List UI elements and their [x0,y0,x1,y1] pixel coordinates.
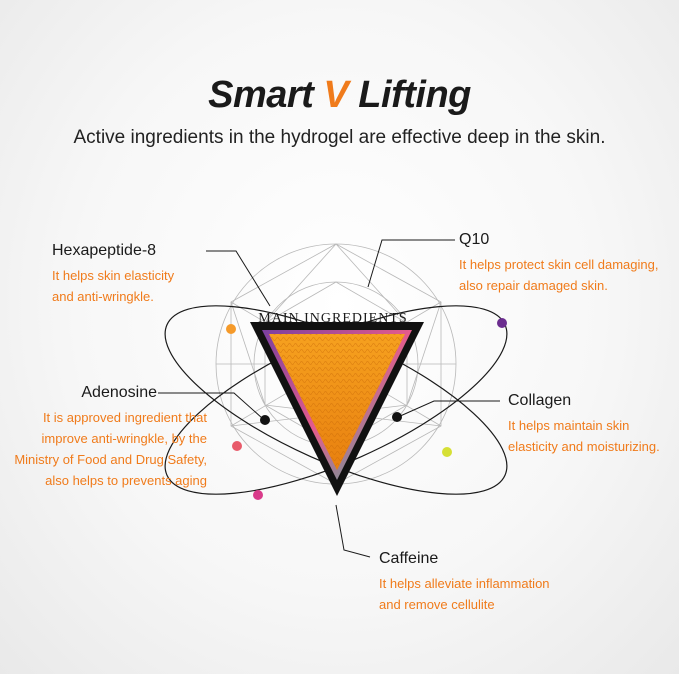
center-label: MAIN INGREDIENTS [258,311,407,326]
ingredient-desc-line: improve anti-wringkle, by the [41,431,207,446]
ingredient-desc-line: also repair damaged skin. [459,278,608,293]
ingredient-desc-line: It is approved ingredient that [42,410,207,425]
ingredient-q10: Q10 It helps protect skin cell damaging,… [459,230,658,296]
ingredient-desc-line: elasticity and moisturizing. [508,439,660,454]
leader-hexapeptide [206,250,271,307]
ingredient-desc-line: It helps maintain skin [508,418,630,433]
dot-purple [497,318,507,328]
ingredient-desc-line: It helps skin elasticity [52,268,175,283]
ingredient-adenosine: Adenosine It is approved ingredient that… [14,383,207,491]
dot-yellow [442,447,452,457]
dot-black-left [260,415,270,425]
ingredient-name: Hexapeptide-8 [52,242,157,259]
leader-q10 [367,239,455,288]
ingredient-name: Q10 [459,231,490,248]
ingredient-hexapeptide: Hexapeptide-8 It helps skin elasticity a… [52,241,174,307]
ingredient-caffeine: Caffeine It helps alleviate inflammation… [379,549,550,615]
leader-adenosine [158,392,263,419]
ingredient-desc-line: Ministry of Food and Drug Safety, [14,452,207,467]
ingredient-name: Collagen [508,392,572,409]
page-title: Smart V Lifting [0,74,679,117]
ingredient-desc-line: It helps protect skin cell damaging, [459,257,659,272]
ingredient-desc-line: also helps to prevents aging [45,473,207,488]
center-triangle [250,322,424,496]
leader-lines [158,239,500,558]
dot-black-right [392,412,402,422]
ingredient-desc-line: and remove cellulite [379,597,495,612]
leader-caffeine [335,504,371,558]
title-main: Smart [208,74,324,116]
ingredient-collagen: Collagen It helps maintain skin elastici… [508,391,660,457]
ingredient-name: Caffeine [379,550,439,567]
ingredient-desc-line: It helps alleviate inflammation [379,576,550,591]
leader-collagen [397,400,500,418]
ingredient-name: Adenosine [81,384,157,401]
page-subtitle: Active ingredients in the hydrogel are e… [73,127,606,148]
ingredient-desc-line: and anti-wringkle. [52,289,154,304]
dot-orange [226,324,236,334]
dot-magenta [253,490,263,500]
orbit-dots [226,318,507,500]
title-rest: Lifting [348,74,471,116]
dot-pink [232,441,242,451]
title-accent: V [323,74,349,116]
